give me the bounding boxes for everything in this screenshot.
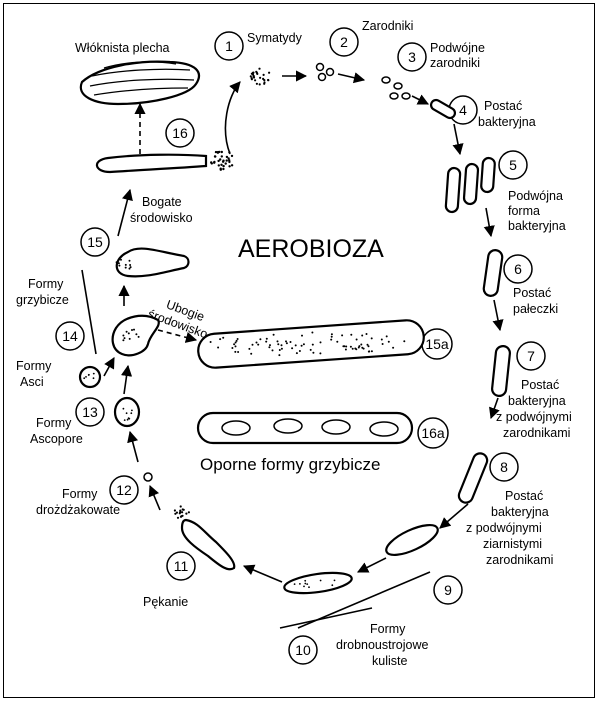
hypha-shape (95, 153, 208, 174)
stage-15a-marker: 15a (421, 328, 453, 360)
spores-shape (315, 62, 335, 82)
ascospore-shape (113, 396, 141, 428)
stage-11-label: Pękanie (143, 595, 188, 609)
asci-cell-shape (78, 365, 102, 389)
stage-10-marker: 10 (288, 635, 318, 665)
rod-shape (482, 249, 504, 297)
stage-11-marker: 11 (166, 551, 196, 581)
svg-text:10: 10 (295, 642, 311, 658)
stage-16a-marker: 16a (417, 417, 449, 449)
stage-1-marker: 1 (214, 31, 244, 61)
microbial-form-lower-shape (283, 571, 353, 595)
stage-16-label: Włóknista plecha (75, 41, 170, 55)
resistant-fungal-form-16a-shape (196, 411, 414, 445)
svg-text:6: 6 (514, 261, 522, 277)
double-bacterial-form-shape (444, 156, 496, 214)
filamentous-thallus-shape (79, 60, 201, 106)
stage-8-marker: 8 (489, 452, 519, 482)
svg-text:1: 1 (225, 38, 233, 54)
svg-text:15a: 15a (425, 336, 449, 352)
cycle-arrows (81, 70, 504, 629)
svg-text:13: 13 (82, 404, 98, 420)
diagram-subtitle: Oporne formy grzybicze (200, 455, 380, 474)
stage-2-marker: 2 (329, 27, 359, 57)
svg-text:16a: 16a (421, 425, 445, 441)
stage-16-marker: 16 (165, 118, 195, 148)
svg-text:4: 4 (459, 102, 467, 118)
svg-text:16: 16 (172, 125, 188, 141)
svg-text:7: 7 (527, 348, 535, 364)
stage-12-marker: 12 (109, 475, 139, 505)
svg-text:2: 2 (340, 34, 348, 50)
stage-9-marker: 9 (433, 575, 463, 605)
resistant-fungal-form-15a-shape (197, 319, 425, 369)
svg-text:11: 11 (174, 558, 189, 574)
stage-7-marker: 7 (516, 341, 546, 371)
stage-15-marker: 15 (80, 227, 110, 257)
stage-14-marker: 14 (55, 321, 85, 351)
svg-text:9: 9 (444, 582, 452, 598)
asci-form-shape (111, 314, 160, 357)
stage-4-marker: 4 (448, 95, 478, 125)
double-spore-rod-shape (491, 344, 511, 398)
diagram-title: AEROBIOZA (238, 235, 384, 263)
granule-dots (83, 67, 406, 589)
fungal-form-shape (115, 247, 190, 278)
svg-text:5: 5 (509, 157, 517, 173)
stage-3-marker: 3 (397, 42, 427, 72)
stage-13-marker: 13 (75, 397, 105, 427)
stage-6-marker: 6 (503, 254, 533, 284)
svg-text:8: 8 (500, 459, 508, 475)
stage-5-marker: 5 (498, 150, 528, 180)
yeast-cell-shape (143, 472, 153, 482)
granular-spore-rod-shape (457, 452, 489, 504)
bacterial-form-shape (429, 98, 457, 120)
svg-text:15: 15 (87, 234, 103, 250)
figure-frame (3, 3, 595, 698)
microbial-form-upper-shape (385, 523, 439, 557)
svg-text:14: 14 (62, 328, 78, 344)
stage-2-label: Zarodniki (362, 19, 413, 33)
bursting-cell-shape (180, 518, 236, 571)
poor-environment-note: Ubogieśrodowisko (146, 293, 215, 342)
svg-text:3: 3 (408, 49, 416, 65)
stage-1-label: Symatydy (247, 31, 303, 45)
double-spores-shape (381, 76, 411, 100)
svg-text:12: 12 (116, 482, 132, 498)
